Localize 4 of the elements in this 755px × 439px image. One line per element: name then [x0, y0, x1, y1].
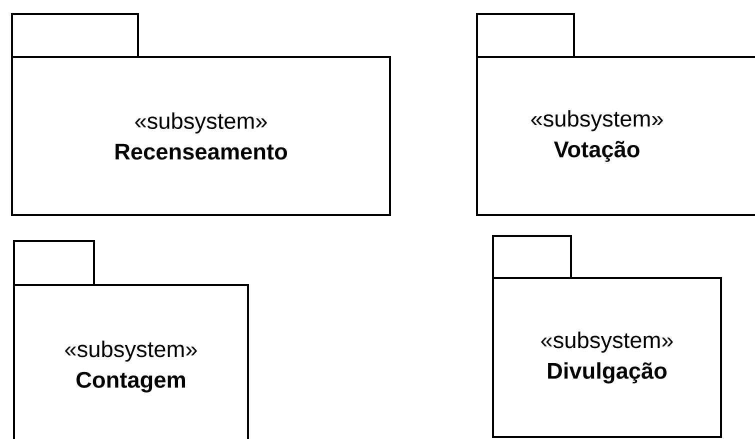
package-box: «subsystem» Votação [476, 13, 755, 216]
package-box: «subsystem» Recenseamento [11, 13, 391, 216]
package-box: «subsystem» Divulgação [492, 235, 722, 438]
package-box: «subsystem» Contagem [13, 240, 249, 439]
